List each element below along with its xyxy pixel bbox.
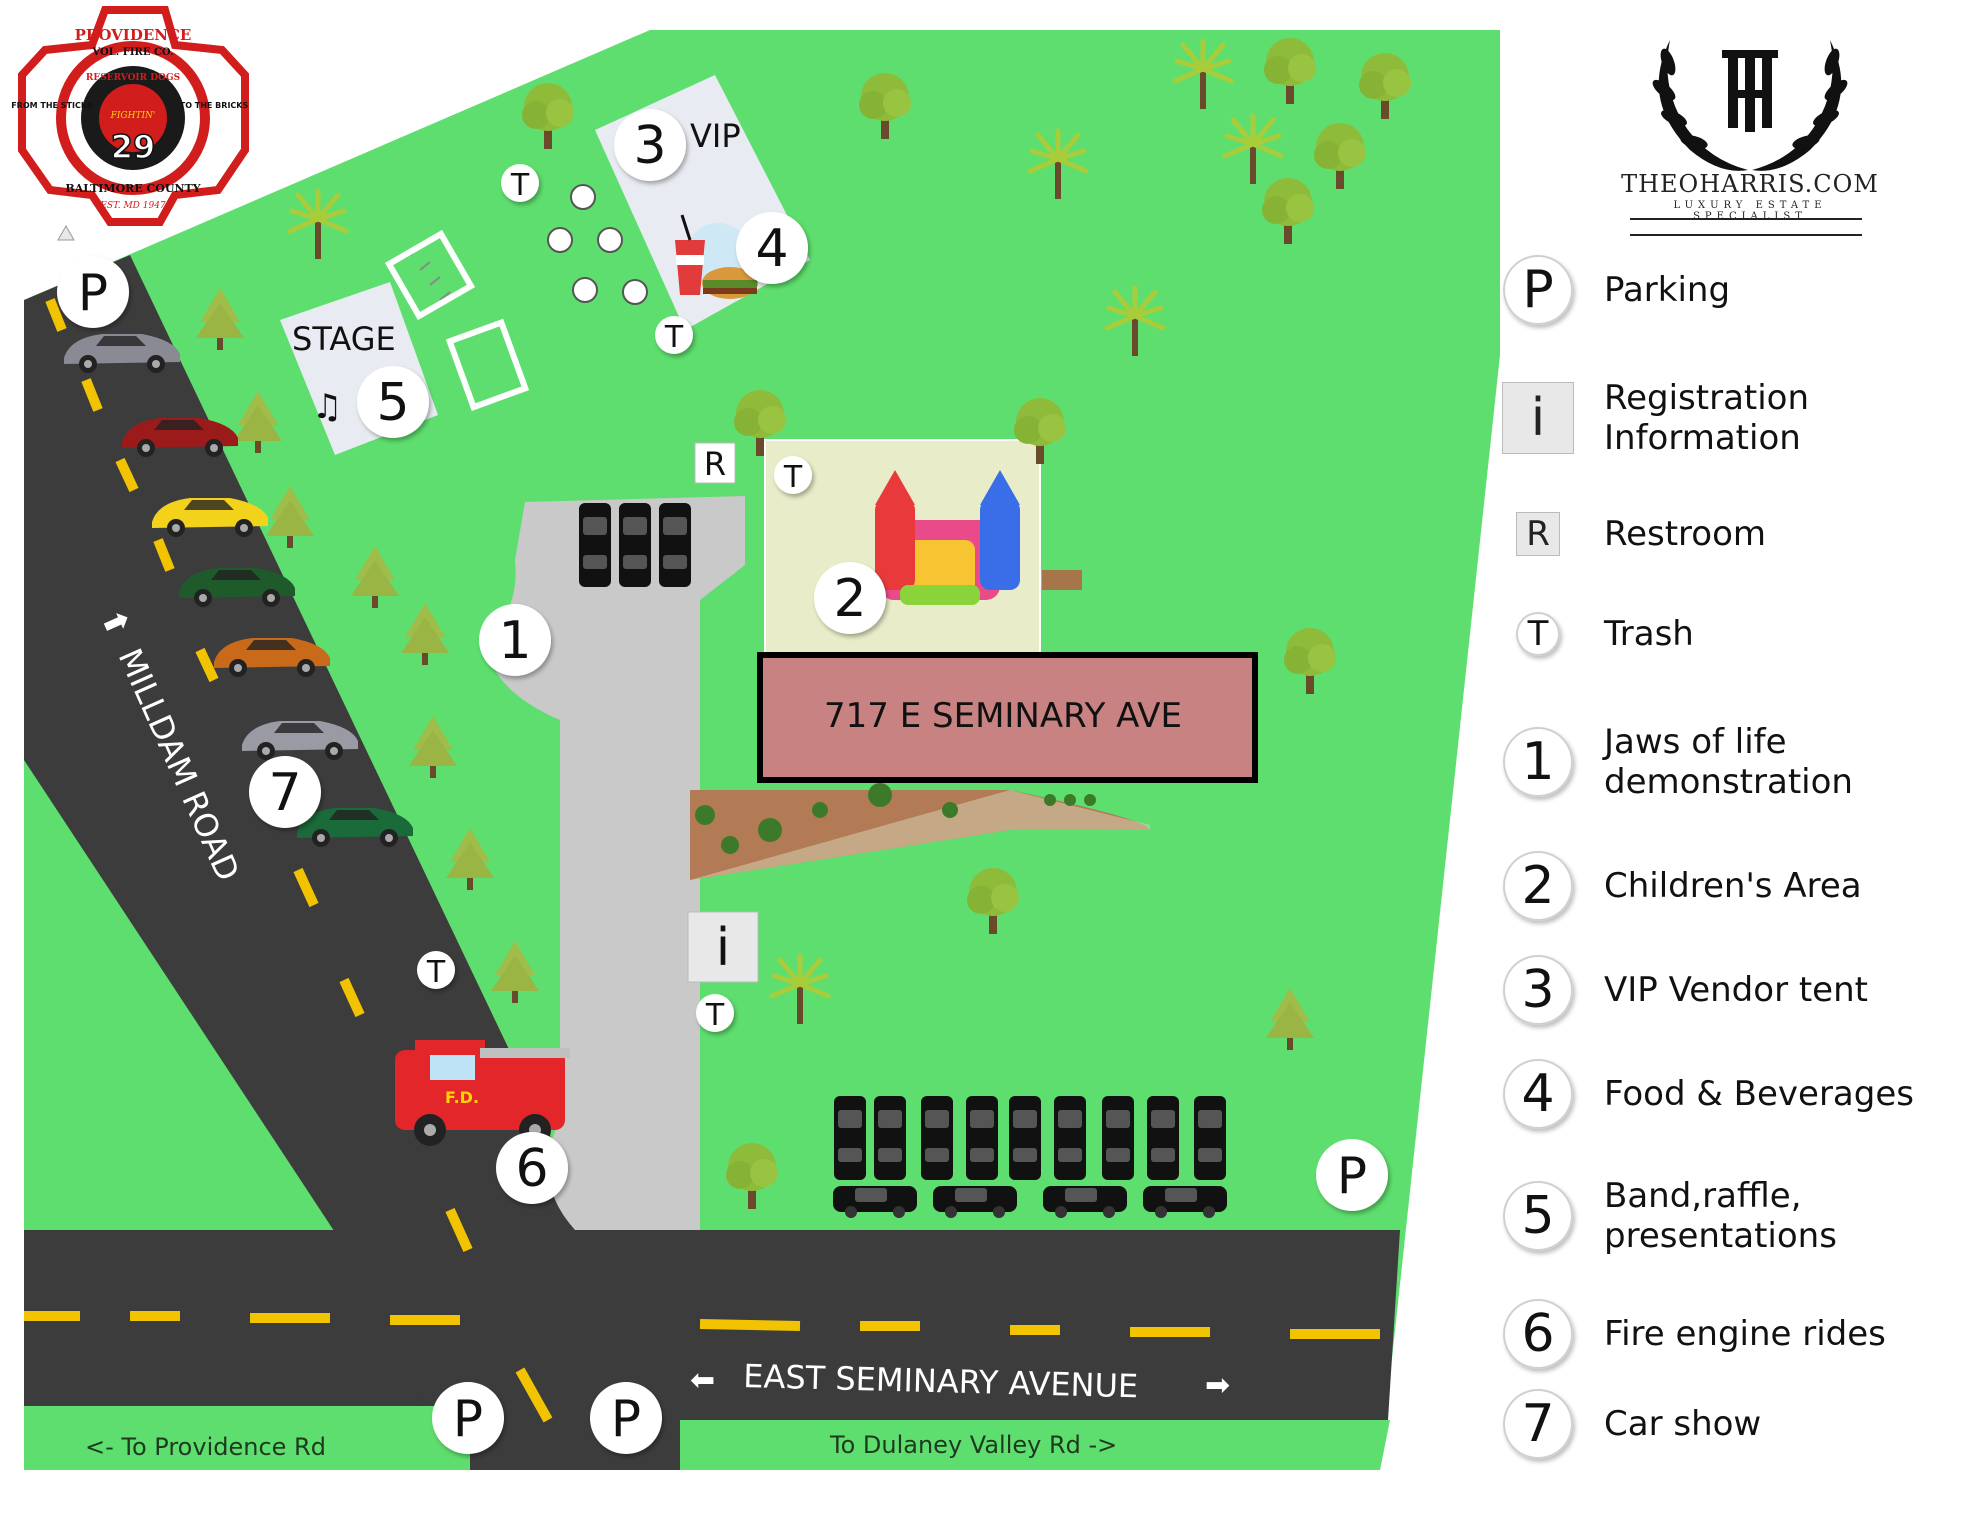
brand-divider [1630,218,1862,236]
badge-ring-text: RESERVOIR DOGS [86,73,180,83]
trash-marker: T [783,460,803,495]
marker-legend-icon: 5 [1503,1181,1573,1251]
event-map: 717 E SEMINARY AVE VIP STAGE ♫ [11,6,1500,1470]
marker-legend-icon: 1 [1503,727,1573,797]
arrow-left-icon: ⬅ [690,1363,715,1398]
to-dulaney-label: To Dulaney Valley Rd -> [829,1431,1117,1459]
legend-label: Car show [1604,1404,1762,1444]
restroom-legend-icon: R [1516,512,1560,556]
grass-strip-left [24,1406,470,1470]
address-label: 717 E SEMINARY AVE [824,696,1182,736]
parked-cars-north [579,503,691,587]
parking-marker: P [1337,1147,1367,1205]
parking-lot [485,496,745,1230]
badge-sub-text: VOL. FIRE CO. [91,47,173,58]
marker-5: 5 [376,373,409,433]
badge-number: 29 [111,128,156,166]
marker-2: 2 [833,569,866,629]
badge-bottom-text: BALTIMORE COUNTY [65,182,200,195]
badge-motto-text: FIGHTIN' [110,111,156,121]
fire-truck-label: F.D. [445,1088,479,1107]
badge-est-text: EST. MD 1947 [99,201,166,211]
legend-label: Parking [1604,270,1731,310]
legend-item-7: 7 Car show [1500,1386,1761,1462]
legend-item-2: 2 Children's Area [1500,848,1862,924]
legend-label: Restroom [1604,514,1767,554]
grass-strip-right [680,1420,1390,1470]
stage-seating [384,229,530,411]
music-note-icon: ♫ [312,387,342,427]
stage-label: STAGE [292,320,396,358]
badge-top-text: PROVIDENCE [75,26,192,44]
marker-legend-icon: 2 [1503,851,1573,921]
legend-item-parking: P Parking [1500,252,1730,328]
parking-marker: P [78,264,108,322]
marker-legend-icon: 4 [1503,1059,1573,1129]
marker-legend-icon: 7 [1503,1389,1573,1459]
legend-item-4: 4 Food & Beverages [1500,1056,1914,1132]
theoharris-logo: TH [1652,40,1848,171]
legend-label: Registration Information [1604,378,1810,458]
legend-label: Food & Beverages [1604,1074,1914,1114]
trash-marker: T [705,998,725,1033]
brand-name: THEOHARRIS.COM [1621,170,1879,198]
legend-label: Jaws of life demonstration [1604,722,1853,802]
badge-right-text: TO THE BRICKS [180,101,249,110]
legend-item-registration: i Registration Information [1500,378,1809,458]
legend-item-6: 6 Fire engine rides [1500,1296,1886,1372]
restroom-marker: R [704,445,726,483]
marker-legend-icon: 6 [1503,1299,1573,1369]
badge-left-text: FROM THE STICKS [11,101,93,110]
trash-marker: T [426,955,446,990]
food-drink-icon [675,214,758,299]
parking-marker: P [453,1390,483,1448]
legend-label: Band,raffle, presentations [1604,1176,1837,1256]
to-providence-label: <- To Providence Rd [85,1433,326,1461]
marker-3: 3 [633,116,666,176]
legend-item-restroom: R Restroom [1500,496,1766,572]
map-markers: 1 2 3 4 5 6 7 P P P P T T T T T R i [57,109,1388,1454]
trash-marker: T [664,320,684,355]
parking-marker: P [611,1390,641,1448]
marker-4: 4 [755,219,788,279]
info-legend-icon: i [1502,382,1574,454]
trash-legend-icon: T [1516,612,1560,656]
lane-markings [24,298,1380,1423]
marker-6: 6 [515,1139,548,1199]
legend-item-5: 5 Band,raffle, presentations [1500,1176,1837,1256]
bounce-house-illustration [875,470,1020,605]
marker-1: 1 [498,611,531,671]
fire-truck-illustration: F.D. [395,1040,570,1146]
legend-item-1: 1 Jaws of life demonstration [1500,722,1853,802]
legend-item-3: 3 VIP Vendor tent [1500,952,1868,1028]
legend-label: VIP Vendor tent [1604,970,1868,1010]
fire-company-badge: PROVIDENCE VOL. FIRE CO. RESERVOIR DOGS … [11,6,249,241]
building [757,652,1258,783]
trash-marker: T [510,168,530,203]
arrow-right-icon: ➡ [1205,1368,1230,1403]
map-legend: P Parking i Registration Information R R… [1500,0,1970,1530]
brand-tagline: LUXURY ESTATE SPECIALIST [1673,200,1827,222]
marker-7: 7 [268,763,301,823]
info-marker: i [716,918,730,978]
parking-legend-icon: P [1503,255,1573,325]
legend-label: Fire engine rides [1604,1314,1886,1354]
legend-label: Children's Area [1604,866,1862,906]
legend-label: Trash [1604,614,1694,654]
picnic-tables [547,184,648,305]
vip-label: VIP [690,117,741,155]
legend-item-trash: T Trash [1500,596,1694,672]
marker-legend-icon: 3 [1503,955,1573,1025]
